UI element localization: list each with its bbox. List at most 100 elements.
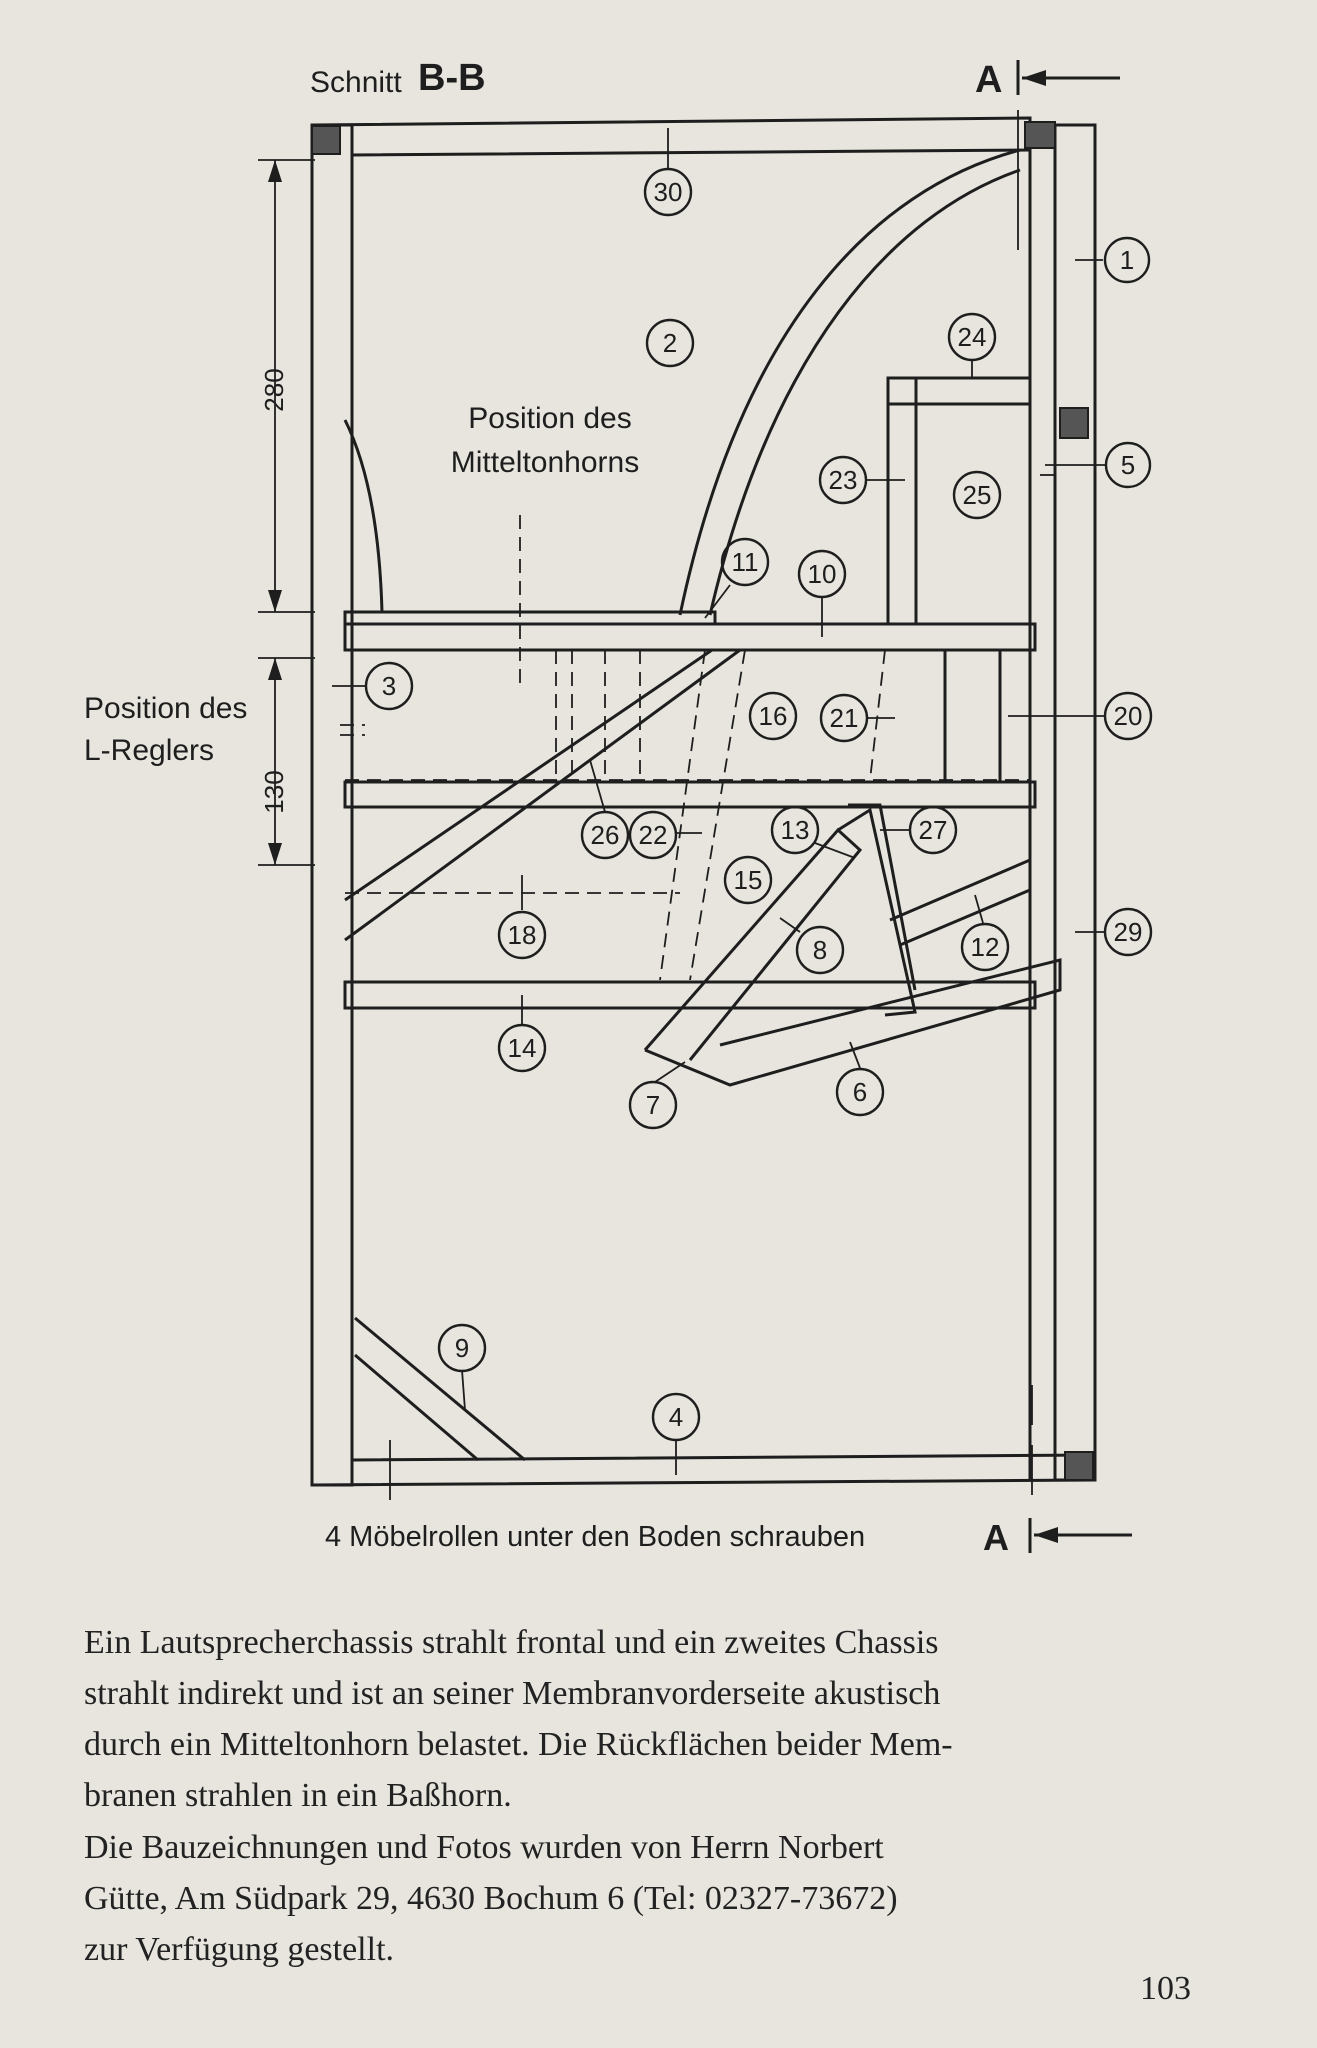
svg-text:20: 20 [1114, 701, 1143, 731]
svg-text:4: 4 [669, 1402, 683, 1432]
callout-2: 2 [645, 318, 695, 368]
caption-line: strahlt indirekt und ist an seiner Membr… [84, 1675, 941, 1712]
callout-5: 5 [1045, 441, 1152, 489]
callout-13: 13 [770, 805, 856, 859]
caption-line: Gütte, Am Südpark 29, 4630 Bochum 6 (Tel… [84, 1880, 898, 1917]
hidden-line-8 [659, 649, 706, 981]
callout-22: 22 [628, 810, 702, 860]
panel-22 [343, 780, 1037, 809]
callout-8: 8 [779, 917, 845, 975]
svg-text:10: 10 [808, 559, 837, 589]
panel-6 [644, 958, 1062, 1087]
svg-text:21: 21 [830, 703, 859, 733]
caption-line: Ein Lautsprecherchassis strahlt frontal … [84, 1624, 939, 1661]
diagonal-9-b [354, 1353, 479, 1462]
panel-12 [889, 857, 1032, 947]
corner-block-top-rear [1024, 121, 1056, 149]
diagonal-26-b [344, 648, 741, 942]
callout-18: 18 [497, 875, 547, 960]
svg-text:25: 25 [963, 480, 992, 510]
callout-4: 4 [651, 1392, 701, 1475]
dimension-arrow-3 [268, 658, 282, 680]
horn-curve-inner [708, 168, 1021, 616]
svg-text:26: 26 [591, 820, 620, 850]
dimension-arrow-1 [268, 160, 282, 182]
horn-curve-outer [678, 148, 1021, 616]
cabinet-section-drawing: Schnitt B-B A [84, 57, 1153, 1558]
panel-13 [837, 807, 917, 1017]
svg-text:16: 16 [759, 701, 788, 731]
corner-block-top-front [311, 125, 341, 155]
svg-text:6: 6 [853, 1077, 867, 1107]
corner-block-rear-mid [1059, 407, 1089, 439]
section-label-name: B-B [418, 57, 486, 99]
callout-11: 11 [704, 537, 770, 619]
svg-text:9: 9 [455, 1333, 469, 1363]
caption-paragraph-2: Die Bauzeichnungen und Fotos wurden von … [84, 1822, 1234, 1975]
callout-10: 10 [797, 549, 847, 637]
callout-7: 7 [628, 1061, 686, 1130]
panel-8 [643, 827, 863, 1061]
caption-line: Die Bauzeichnungen und Fotos wurden von … [84, 1829, 884, 1866]
callout-16: 16 [748, 691, 798, 741]
svg-text:24: 24 [958, 322, 987, 352]
callout-23: 23 [818, 455, 905, 505]
dimension-lower-label: 130 [259, 770, 289, 813]
caption-line: durch ein Mitteltonhorn belastet. Die Rü… [84, 1726, 953, 1763]
callout-21: 21 [819, 693, 895, 743]
panel-11 [343, 610, 717, 626]
svg-text:13: 13 [781, 815, 810, 845]
dimension-upper-label: 280 [259, 368, 289, 411]
svg-text:12: 12 [971, 932, 1000, 962]
front-horn-curve [343, 419, 384, 613]
annotation-l-control-line-1: Position des [84, 692, 247, 725]
callout-30: 30 [643, 128, 693, 217]
section-marker-top-arrowhead [1022, 70, 1046, 86]
annotation-horn-line-1: Position des [468, 402, 631, 435]
callout-15: 15 [723, 855, 773, 905]
callout-14: 14 [497, 995, 547, 1073]
svg-text:2: 2 [663, 328, 677, 358]
caption-line: branen strahlen in ein Baßhorn. [84, 1777, 512, 1814]
footer-note: 4 Möbelrollen unter den Boden schrauben [325, 1521, 865, 1553]
svg-text:27: 27 [919, 815, 948, 845]
svg-text:1: 1 [1120, 245, 1134, 275]
section-marker-bottom-arrowhead [1034, 1527, 1058, 1543]
panel-23 [886, 376, 918, 626]
panel-20-21 [943, 648, 1002, 784]
svg-text:3: 3 [382, 671, 396, 701]
rear-wall [1053, 123, 1097, 1482]
hidden-line-7 [689, 649, 746, 981]
svg-text:23: 23 [829, 465, 858, 495]
svg-text:7: 7 [646, 1090, 660, 1120]
callout-27: 27 [880, 805, 958, 855]
corner-block-bottom-rear [1064, 1451, 1094, 1481]
svg-text:15: 15 [734, 865, 763, 895]
annotation-horn-line-2: Mitteltonhorns [451, 446, 639, 479]
callout-24: 24 [947, 312, 997, 378]
callout-1: 1 [1075, 236, 1151, 284]
svg-text:11: 11 [732, 547, 759, 577]
section-marker-bottom: A [983, 1517, 1009, 1558]
callout-29: 29 [1075, 907, 1153, 957]
svg-text:18: 18 [508, 920, 537, 950]
dimension-arrow-4 [268, 843, 282, 865]
callout-12: 12 [960, 894, 1010, 972]
svg-text:29: 29 [1114, 917, 1143, 947]
callout-6: 6 [835, 1041, 885, 1117]
bottom-panel [311, 1453, 1097, 1487]
callout-9: 9 [437, 1323, 487, 1411]
annotation-l-control-line-2: L-Reglers [84, 734, 214, 767]
diagonal-26-a [344, 648, 713, 902]
callout-20: 20 [1008, 691, 1153, 741]
svg-text:14: 14 [508, 1033, 537, 1063]
dimension-arrow-2 [268, 590, 282, 612]
top-panel [311, 116, 1032, 157]
svg-text:30: 30 [654, 177, 683, 207]
svg-text:8: 8 [813, 935, 827, 965]
panel-24 [886, 376, 1032, 406]
callout-25: 25 [952, 470, 1002, 520]
diagonal-9-a [354, 1316, 526, 1462]
caption-line: zur Verfügung gestellt. [84, 1931, 395, 1968]
callout-26: 26 [580, 759, 630, 860]
